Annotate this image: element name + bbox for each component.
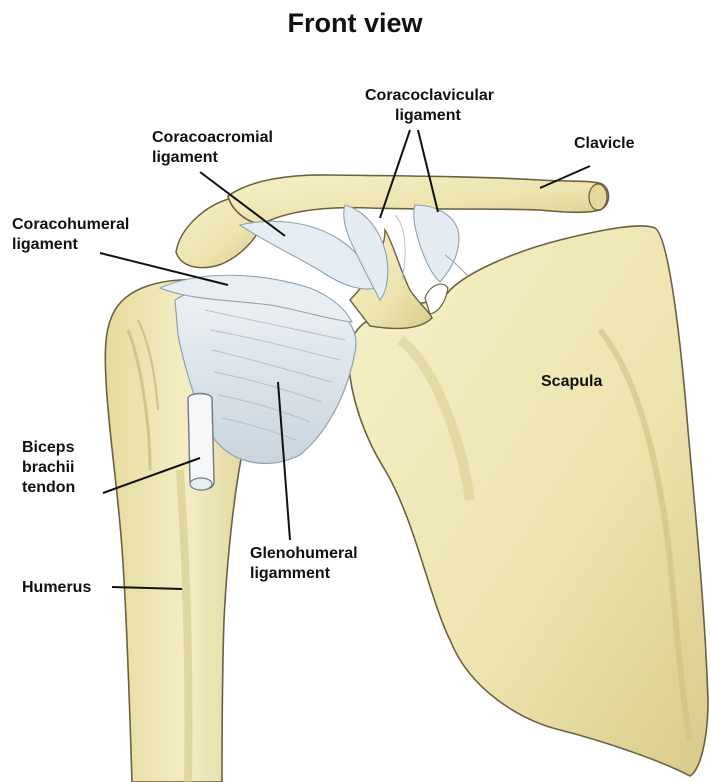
label-line: Scapula [541,372,602,392]
label-line: Humerus [22,578,91,598]
label-line: ligament [12,235,129,255]
label-line: Biceps [22,438,75,458]
biceps-tendon [188,394,214,490]
label-line: ligament [365,106,494,126]
label-coracoacromial-ligament: Coracoacromial ligament [152,128,273,168]
label-humerus: Humerus [22,578,91,598]
label-biceps-brachii-tendon: Biceps brachii tendon [22,438,75,498]
label-line: Coracohumeral [12,215,129,235]
label-line: Glenohumeral [250,544,358,564]
label-line: ligament [152,148,273,168]
page-title: Front view [0,8,710,39]
label-line: brachii [22,458,75,478]
label-coracohumeral-ligament: Coracohumeral ligament [12,215,129,255]
label-line: Coracoclavicular [365,86,494,106]
label-glenohumeral-ligament: Glenohumeral ligamment [250,544,358,584]
label-clavicle: Clavicle [574,134,634,154]
label-line: Coracoacromial [152,128,273,148]
label-line: Clavicle [574,134,634,154]
label-line: ligamment [250,564,358,584]
label-line: tendon [22,478,75,498]
coracoclavicular-ligament-conoid [414,205,459,282]
label-coracoclavicular-ligament: Coracoclavicular ligament [365,86,494,126]
label-scapula: Scapula [541,372,602,392]
